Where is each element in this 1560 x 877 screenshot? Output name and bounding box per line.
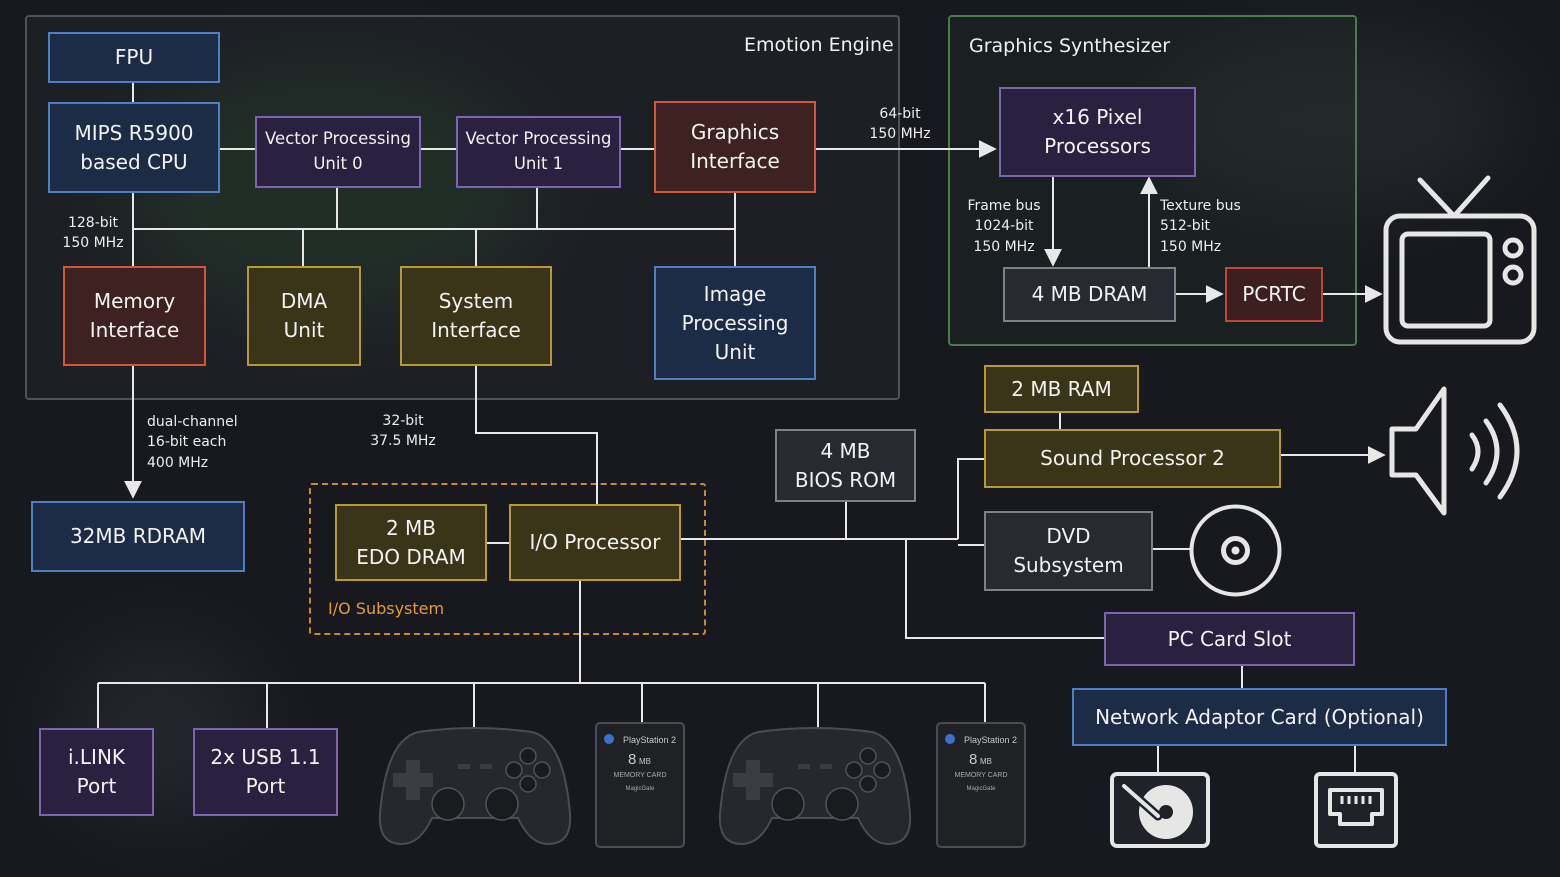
vpu1-block: Vector Processing Unit 1 [456, 116, 621, 188]
dvd-subsystem-block: DVD Subsystem [984, 511, 1153, 591]
memory-card-icon: PlayStation 2 8 MB MEMORY CARD MagicGate [595, 722, 685, 848]
cpu-block: MIPS R5900 based CPU [48, 102, 220, 193]
io-bus-label: 32-bit 37.5 MHz [370, 413, 436, 450]
pcrtc-block: PCRTC [1225, 267, 1323, 322]
disc-icon [1189, 504, 1282, 597]
fpu-block: FPU [48, 32, 220, 83]
gs-link-label: 64-bit 150 MHz [869, 106, 931, 143]
speaker-icon [1389, 386, 1520, 516]
ilink-port-block: i.LINK Port [39, 728, 154, 816]
dma-unit-block: DMA Unit [247, 266, 361, 366]
memory-card-size: 8 [628, 751, 636, 768]
pixel-processors-block: x16 Pixel Processors [999, 87, 1196, 177]
background-glow [1150, 30, 1510, 210]
io-processor-block: I/O Processor [509, 504, 681, 581]
rdram-bus-label: dual-channel 16-bit each 400 MHz [147, 414, 238, 471]
io-subsystem-title: I/O Subsystem [328, 599, 445, 618]
texture-bus-label: Texture bus 512-bit 150 MHz [1160, 198, 1241, 255]
sound-processor-block: Sound Processor 2 [984, 429, 1281, 488]
vpu0-block: Vector Processing Unit 0 [255, 116, 421, 188]
memory-card-size: 8 [969, 751, 977, 768]
memory-card-line2: MagicGate [966, 786, 996, 792]
edo-dram-block: 2 MB EDO DRAM [335, 504, 487, 581]
memory-card-line2: MagicGate [625, 786, 655, 792]
tv-icon [1383, 175, 1537, 345]
frame-bus-label: Frame bus 1024-bit 150 MHz [967, 198, 1041, 255]
image-processing-unit-block: Image Processing Unit [654, 266, 816, 380]
emotion-engine-title: Emotion Engine [744, 34, 894, 56]
pc-card-slot-block: PC Card Slot [1104, 612, 1355, 666]
memory-card-unit: MB [639, 757, 651, 766]
memory-card-line1: MEMORY CARD [954, 772, 1007, 779]
network-adaptor-block: Network Adaptor Card (Optional) [1072, 688, 1447, 746]
memory-card-icon: PlayStation 2 8 MB MEMORY CARD MagicGate [936, 722, 1026, 848]
gs-dram-block: 4 MB DRAM [1003, 267, 1176, 322]
io-subsystem-group [309, 483, 706, 635]
bios-rom-block: 4 MB BIOS ROM [775, 429, 916, 502]
memory-card-brand: PlayStation 2 [623, 735, 676, 745]
ethernet-port-icon [1314, 772, 1398, 848]
controller-icon [718, 727, 912, 846]
memory-interface-block: Memory Interface [63, 266, 206, 366]
usb-port-block: 2x USB 1.1 Port [193, 728, 338, 816]
graphics-interface-block: Graphics Interface [654, 101, 816, 193]
sound-ram-block: 2 MB RAM [984, 365, 1139, 413]
cpu-bus-label: 128-bit 150 MHz [62, 215, 124, 252]
memory-card-unit: MB [980, 757, 992, 766]
memory-card-line1: MEMORY CARD [613, 772, 666, 779]
rdram-block: 32MB RDRAM [31, 501, 245, 572]
system-interface-block: System Interface [400, 266, 552, 366]
graphics-synthesizer-title: Graphics Synthesizer [969, 35, 1171, 57]
memory-card-brand: PlayStation 2 [964, 735, 1017, 745]
hard-drive-icon [1110, 772, 1210, 848]
controller-icon [378, 727, 572, 846]
